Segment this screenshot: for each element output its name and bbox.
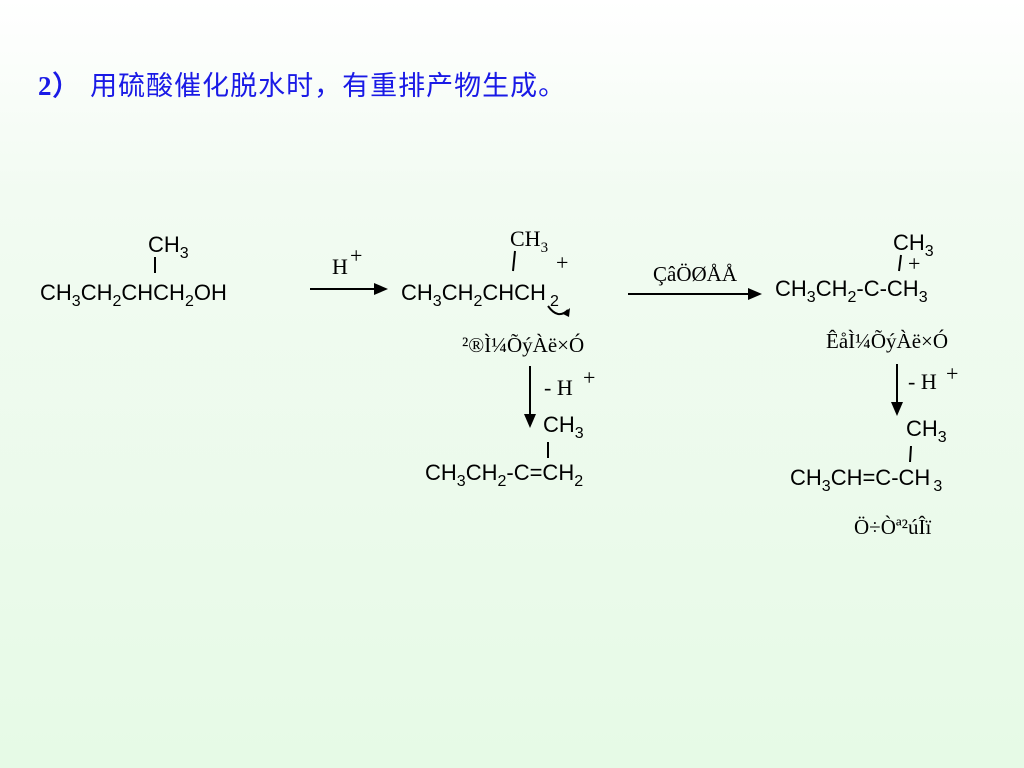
product2-label: Ö÷Òª²úÎï <box>854 515 931 539</box>
product2-branch: CH3 <box>906 416 947 446</box>
title-text: 用硫酸催化脱水时，有重排产物生成。 <box>80 71 567 102</box>
label-tertiary: ÊåÌ¼ÕýÀë×Ó <box>826 329 948 353</box>
elim-right-charge: + <box>946 361 958 386</box>
step1-reagent: H <box>332 254 348 279</box>
carbocation2-bond <box>898 254 902 272</box>
elim-left-label: - H <box>544 375 573 400</box>
step1-arrow-group: H + <box>310 243 388 295</box>
carbocation1-bond <box>512 250 516 272</box>
elim-left-charge: + <box>583 365 595 390</box>
product1-main: CH3CH2-C=CH2 <box>425 460 583 490</box>
elim-left-group: - H + <box>524 365 595 428</box>
step2-arrowhead <box>748 288 762 300</box>
hydride-shift-arrowhead <box>563 308 570 317</box>
carbocation-2: CH3 + CH3CH2-C-CH3 ÊåÌ¼ÕýÀë×Ó <box>775 230 948 353</box>
step1-charge: + <box>350 243 362 268</box>
step2-arrow-group: ÇâÖØÅÅ <box>628 262 762 300</box>
reactant-main: CH3CH2CHCH2OH <box>40 280 227 310</box>
slide-title: 2） 用硫酸催化脱水时，有重排产物生成。 <box>38 64 566 103</box>
reactant: CH3 CH3CH2CHCH2OH <box>40 232 227 310</box>
carbocation1-charge: + <box>556 250 568 275</box>
product1-branch: CH3 <box>543 412 584 442</box>
carbocation2-charge: + <box>908 251 920 276</box>
product-1: CH3 CH3CH2-C=CH2 <box>425 412 584 490</box>
label-primary: ²®Ì¼ÕýÀë×Ó <box>462 333 584 357</box>
elim-left-arrowhead <box>524 414 536 428</box>
elim-right-group: - H + <box>891 361 958 416</box>
elim-right-arrowhead <box>891 402 903 416</box>
step2-label: ÇâÖØÅÅ <box>653 262 738 286</box>
carbocation2-main: CH3CH2-C-CH3 <box>775 276 928 306</box>
title-number: 2） <box>38 71 81 101</box>
step1-arrowhead <box>374 283 388 295</box>
product2-bond <box>909 445 912 463</box>
elim-right-label: - H <box>908 369 937 394</box>
